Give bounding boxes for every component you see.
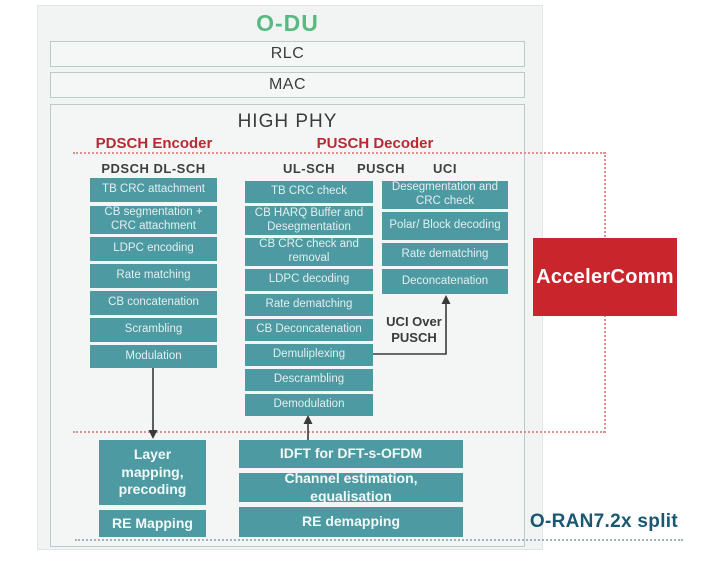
encoder-block-ldpc-encoding: LDPC encoding	[90, 237, 217, 261]
mac-label: MAC	[268, 76, 307, 93]
encoder-block-cb-segmentation: CB segmentation + CRC attachment	[90, 206, 217, 234]
dashed-boundary-top	[73, 152, 605, 154]
encoder-block-cb-concatenation: CB concatenation	[90, 291, 217, 315]
accelercomm-box: AccelerComm	[533, 238, 677, 316]
pdsch-encoder-label: PDSCH Encoder	[95, 135, 213, 152]
encoder-block-scrambling: Scrambling	[90, 318, 217, 342]
uci-over-pusch-line2: PUSCH	[391, 330, 437, 346]
decoder-block-cb-deconcatenation: CB Deconcatenation	[245, 319, 373, 341]
rlc-layer-bar: RLC	[50, 41, 525, 67]
high-phy-title: HIGH PHY	[237, 111, 338, 132]
decoder-block-cb-crc-check: CB CRC check and removal	[245, 238, 373, 266]
encoder-block-tb-crc-attachment: TB CRC attachment	[90, 178, 217, 202]
block-idft-dft-s-ofdm: IDFT for DFT-s-OFDM	[239, 440, 463, 468]
column-header-uci: UCI	[433, 161, 457, 176]
mac-layer-bar: MAC	[50, 72, 525, 98]
uci-block-polar-block-decoding: Polar/ Block decoding	[382, 212, 508, 240]
oran-split-dotted-line	[75, 539, 683, 541]
decoder-block-tb-crc-check: TB CRC check	[245, 181, 373, 203]
block-re-demapping: RE demapping	[239, 507, 463, 537]
oran-split-label: O-RAN7.2x split	[529, 511, 678, 532]
decoder-block-rate-dematching: Rate dematching	[245, 294, 373, 316]
pusch-decoder-label: PUSCH Decoder	[316, 135, 434, 152]
accelercomm-label: AccelerComm	[536, 265, 674, 288]
decoder-block-demultiplexing: Demuliplexing	[245, 344, 373, 366]
dashed-boundary-bottom	[73, 431, 605, 433]
encoder-block-modulation: Modulation	[90, 345, 217, 368]
decoder-block-cb-harq-buffer: CB HARQ Buffer and Desegmentation	[245, 206, 373, 235]
rlc-label: RLC	[270, 45, 305, 62]
uci-over-pusch-label: UCI Over PUSCH	[378, 314, 450, 347]
decoder-block-ldpc-decoding: LDPC decoding	[245, 269, 373, 291]
decoder-block-demodulation: Demodulation	[245, 394, 373, 416]
column-header-pdsch-dlsch: PDSCH DL-SCH	[101, 161, 206, 176]
encoder-block-rate-matching: Rate matching	[90, 264, 217, 288]
odu-title: O-DU	[256, 10, 319, 36]
block-re-mapping: RE Mapping	[99, 510, 206, 537]
decoder-block-descrambling: Descrambling	[245, 369, 373, 391]
uci-over-pusch-line1: UCI Over	[386, 314, 442, 329]
column-header-pusch: PUSCH	[356, 161, 405, 176]
block-channel-estimation-equalisation: Channel estimation, equalisation	[239, 470, 463, 504]
column-header-ulsch: UL-SCH	[282, 161, 336, 176]
uci-block-desegmentation-crc-check: Desegmentation and CRC check	[382, 181, 508, 209]
uci-block-deconcatenation: Deconcatenation	[382, 269, 508, 294]
block-layer-mapping-precoding: Layer mapping, precoding	[99, 440, 206, 505]
uci-block-rate-dematching: Rate dematching	[382, 243, 508, 266]
